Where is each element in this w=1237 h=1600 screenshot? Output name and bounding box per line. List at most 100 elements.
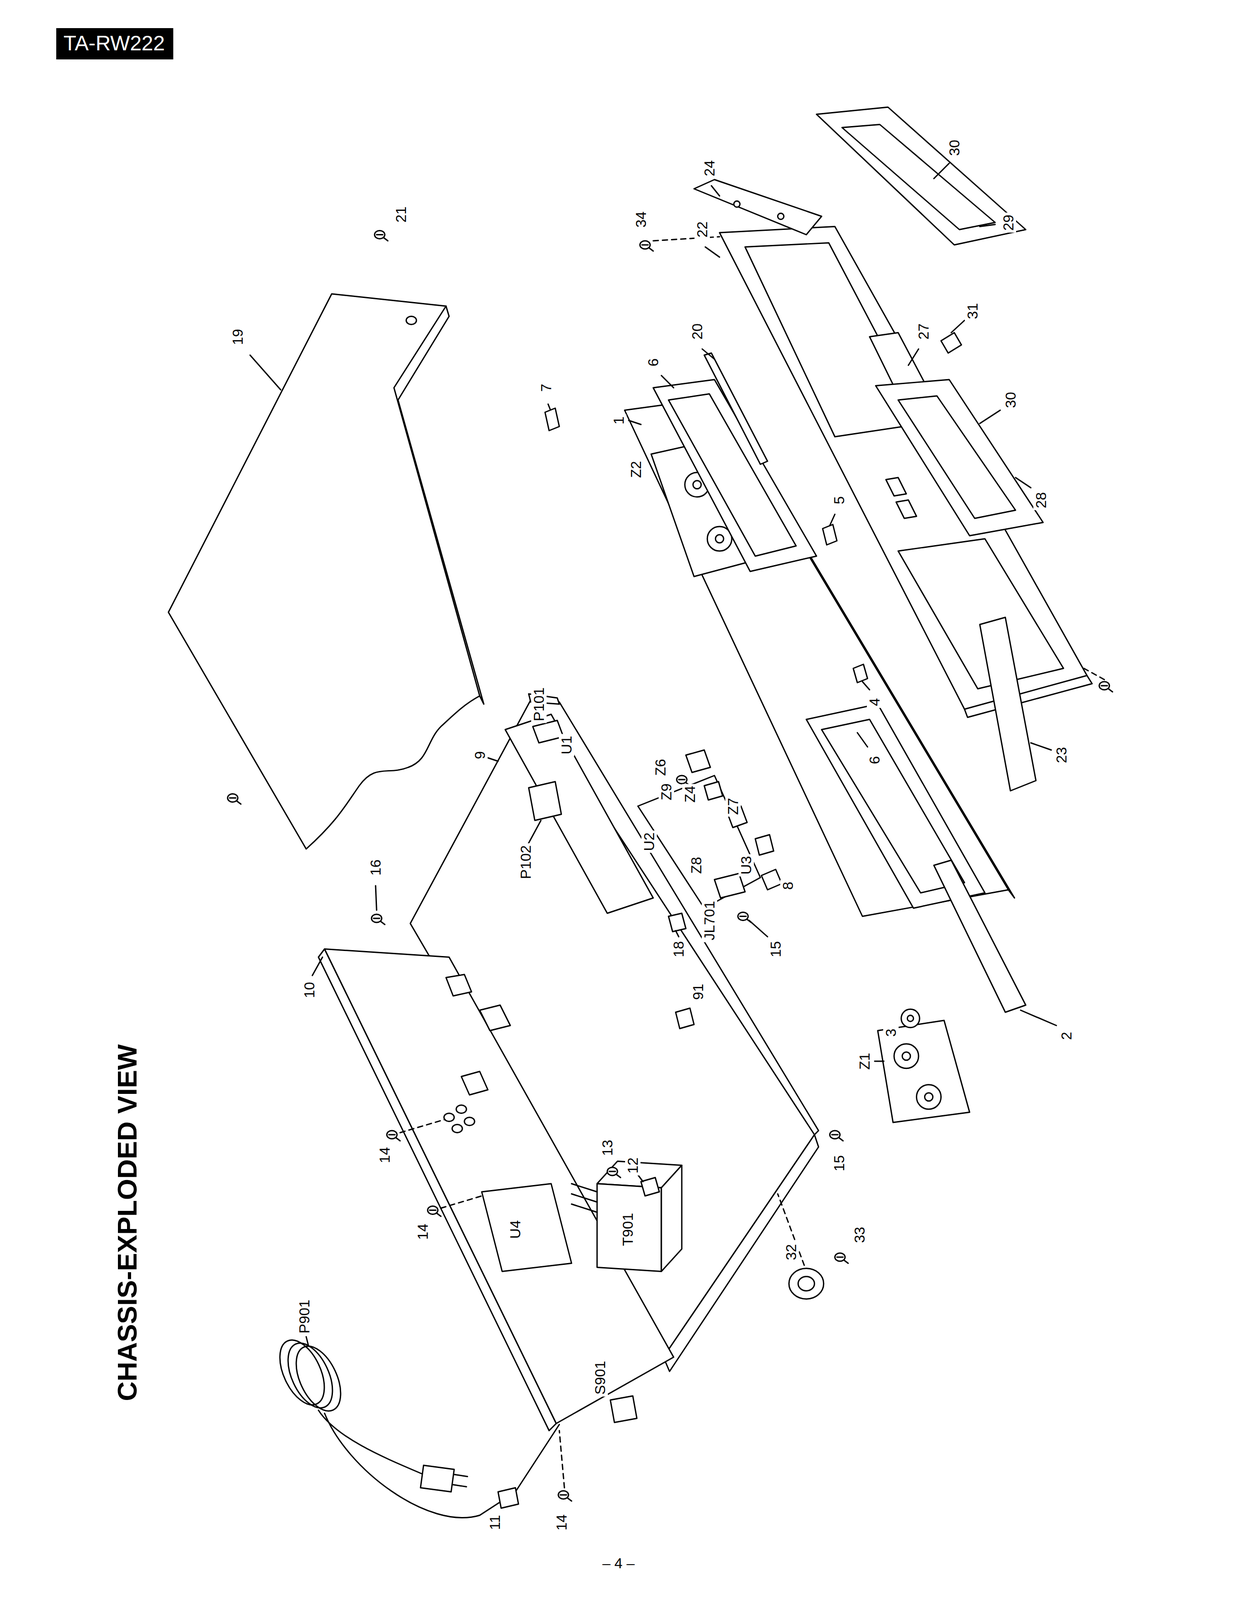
leader-lines-path: [547, 404, 551, 410]
callout-number: 6: [866, 754, 883, 767]
switch-path: [610, 1396, 638, 1423]
leader-lines-path: [375, 885, 377, 911]
top-cover-path: [168, 293, 480, 850]
leader-lines-path: [908, 349, 920, 366]
screws-use: [371, 914, 385, 925]
cassette-doors-circle: [777, 213, 785, 220]
callout-number: 30: [946, 137, 963, 158]
transformer-path: [571, 1183, 597, 1213]
leader-lines-path: [711, 185, 720, 197]
trim-strip: [704, 353, 768, 465]
callout-number: Z2: [628, 459, 644, 480]
callout-number: U4: [507, 1218, 524, 1242]
pcb-boards-path: [528, 782, 562, 822]
small-parts-path: [714, 873, 746, 899]
power-cord-path: [324, 1413, 501, 1518]
cassette-doors-circle: [733, 200, 741, 208]
small-parts: [545, 332, 1027, 1197]
callout-number: 20: [689, 321, 705, 342]
foot-line: [777, 1194, 805, 1267]
cassette-holders-path: [668, 394, 797, 557]
cassette-doors-path: [898, 396, 1016, 519]
leader-lines-path: [1031, 743, 1052, 751]
rear-panel-path: [461, 1071, 489, 1096]
callout-number: 12: [625, 1155, 641, 1176]
leader-lines-path: [527, 820, 541, 846]
callout-number: 3: [883, 1026, 899, 1039]
callout-number: Z8: [688, 855, 705, 876]
leader-lines-path: [675, 930, 680, 938]
leader-lines-path: [1020, 1010, 1057, 1027]
callout-number: 31: [964, 301, 981, 322]
leader-lines-path: [705, 247, 720, 258]
screws-use: [386, 1130, 401, 1142]
leader-lines: [249, 163, 1057, 1346]
callout-number: 14: [376, 1145, 393, 1166]
front-panel: [719, 226, 1092, 718]
screws-use: [227, 794, 241, 805]
pcb-boards-path: [637, 775, 761, 909]
rear-panel-ellipse: [444, 1113, 455, 1122]
leader-lines-path: [306, 1337, 309, 1346]
screws-use: [835, 1253, 849, 1264]
top-cover: [168, 293, 484, 850]
callout-number: Z1: [856, 1051, 873, 1072]
callout-number: 8: [780, 880, 796, 892]
callout-number: 14: [415, 1222, 431, 1242]
small-parts-circle: [907, 1015, 914, 1022]
leader-lines-path: [702, 349, 715, 360]
leader-lines-path: [857, 733, 868, 748]
dashed-guides: [400, 236, 1105, 1489]
small-parts-path: [853, 664, 868, 684]
page-title: CHASSIS-EXPLODED VIEW: [113, 1044, 142, 1402]
leader-lines-path: [249, 355, 281, 391]
small-parts-path: [704, 782, 724, 801]
callout-number: 32: [783, 1242, 799, 1263]
leader-lines-path: [628, 420, 641, 425]
front-panel-path: [719, 226, 1087, 710]
callout-number: 15: [767, 939, 784, 960]
foot: [777, 1194, 824, 1300]
callout-number: S901: [592, 1359, 608, 1397]
cassette-mechanisms-circle: [715, 534, 724, 543]
transformer-path: [596, 1183, 662, 1272]
callout-number: 10: [301, 980, 318, 1001]
screws-use: [374, 230, 388, 242]
dashed-guides-path: [559, 1431, 565, 1489]
cassette-mechanisms-circle: [894, 1044, 919, 1069]
power-cord-ellipse: [278, 1336, 342, 1416]
small-parts-path: [668, 913, 686, 933]
cassette-doors: [694, 107, 1044, 792]
callout-number: 5: [831, 494, 847, 507]
small-parts-path: [685, 750, 711, 773]
cassette-doors-path: [841, 124, 996, 230]
screws-use: [427, 1206, 441, 1218]
rear-panel-path: [324, 949, 675, 1424]
callout-number: Z9: [658, 781, 675, 802]
power-cord-path: [453, 1474, 468, 1487]
screws-use: [829, 1130, 843, 1142]
dashed-guides-path: [440, 1196, 482, 1209]
pcb-boards-path: [481, 1183, 572, 1272]
chassis-path: [663, 1134, 819, 1372]
cassette-doors-path: [979, 617, 1037, 792]
rear-panel-ellipse: [452, 1124, 463, 1134]
model-name: TA-RW222: [63, 31, 167, 55]
leader-lines-path: [661, 375, 674, 388]
cassette-mechanisms-circle: [693, 480, 702, 489]
small-parts-path: [933, 860, 1027, 1013]
callout-number: Z6: [652, 757, 669, 778]
callout-number: 19: [229, 327, 246, 348]
cassette-doors-path: [816, 107, 1026, 245]
callout-number: 11: [487, 1513, 503, 1532]
rear-panel-ellipse: [464, 1117, 475, 1126]
callout-number: U2: [641, 831, 657, 854]
leader-lines-path: [874, 1060, 884, 1063]
callout-number: 33: [851, 1225, 868, 1246]
transformer: [571, 1161, 682, 1272]
callout-number: 16: [367, 857, 384, 878]
leader-lines-path: [485, 757, 499, 762]
pcb-boards: [481, 714, 761, 1272]
small-parts-path: [640, 1178, 660, 1197]
